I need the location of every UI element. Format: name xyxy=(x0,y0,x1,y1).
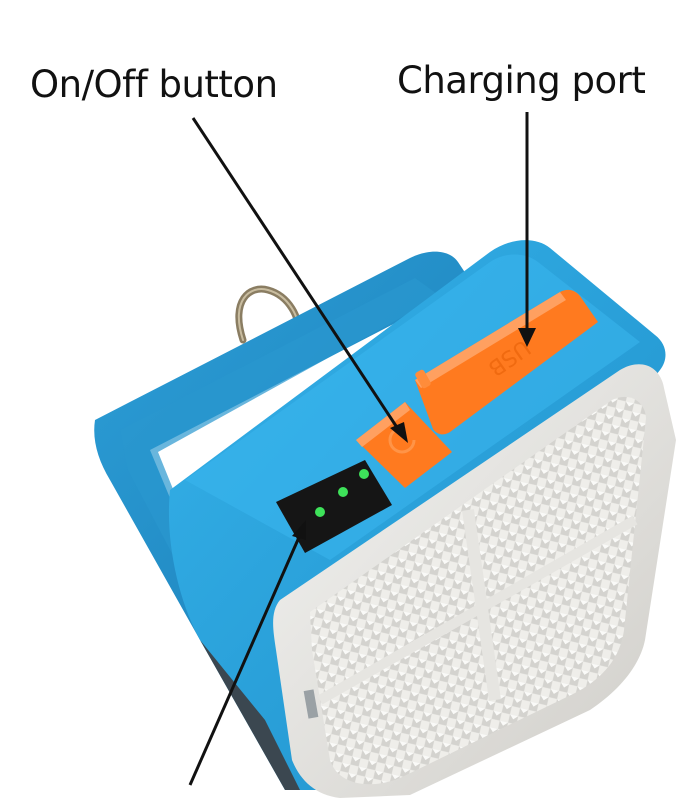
side-slot xyxy=(303,689,319,719)
arrow-indicator-line xyxy=(188,534,302,786)
arrow-indicator-head xyxy=(292,520,306,540)
annotation-arrows xyxy=(188,112,536,786)
arrow-on-off-head xyxy=(390,422,408,443)
indicator-led-3 xyxy=(359,469,369,479)
indicator-led-2 xyxy=(338,487,348,497)
indicator-led-1 xyxy=(315,507,325,517)
arrow-charging-head xyxy=(518,328,536,347)
charging-port-label: Charging port xyxy=(397,59,646,102)
on-off-button xyxy=(356,402,452,488)
on-off-button-label: On/Off button xyxy=(30,63,278,106)
power-icon xyxy=(388,426,416,454)
arrow-on-off-line xyxy=(191,117,402,433)
